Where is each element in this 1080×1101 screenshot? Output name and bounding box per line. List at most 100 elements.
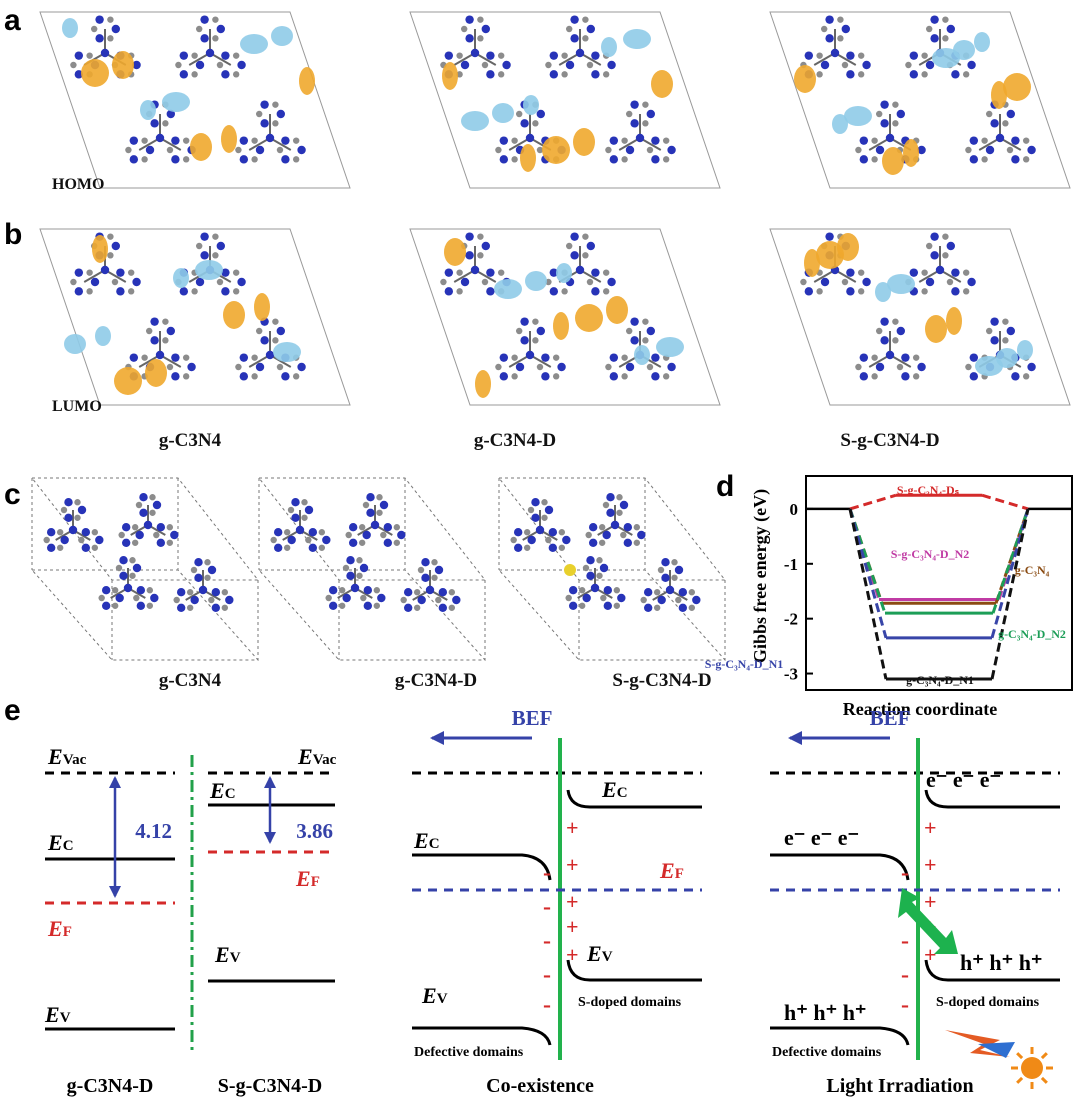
heptazine-unit [510,498,571,552]
heptazine-unit [585,493,646,547]
heptazine-unit [98,556,159,610]
heptazine-unit [173,558,234,612]
holes-defective: h⁺ h⁺ h⁺ [784,1000,867,1025]
ef-label-junction: EF [659,858,684,883]
heptazine-unit [325,556,386,610]
negative-charge: - [901,928,909,954]
band-caption: Co-existence [486,1075,594,1097]
chart-x-axis-label: Reaction coordinate [843,699,997,719]
ev-label-sdoped: EV [586,941,613,966]
bef-label: BEF [870,706,911,730]
heptazine-unit [565,556,626,610]
chart-y-axis-label: Gibbs free energy (eV) [750,489,771,663]
heptazine-unit [175,15,246,79]
light-beam-icon [945,1030,1010,1057]
negative-charge: - [543,860,551,886]
orbital-cell-2 [409,11,721,189]
heptazine-unit [235,317,306,381]
evac-label-left: EVac [47,744,87,769]
positive-charge: + [924,815,937,840]
series-connector [981,493,1029,511]
positive-charge: + [566,942,579,967]
positive-charge: + [924,889,937,914]
band-left-group: EVacECEFEV4.12EVacECEFEV3.86BEF-----++++… [44,706,1060,1097]
negative-charge: - [543,928,551,954]
series-label: g-C₃N₄-D_N2 [998,627,1066,641]
homo-label: HOMO [52,176,105,193]
vb-sdoped [566,959,702,982]
charge-transfer-arrow [898,888,958,954]
heptazine-unit [345,493,406,547]
series-label: g-C₃N₄-D_N1 [906,673,974,687]
heptazine-unit [545,15,616,79]
series-label: S-g-C₃N₄-Dₛ [897,483,960,497]
gibbs-energy-chart: Gibbs free energy (eV) Reaction coordina… [705,475,1073,719]
orbital-cell-3 [769,11,1071,189]
ev-label-right: EV [214,942,241,967]
series-connector [990,508,1030,680]
positive-charge: + [924,852,937,877]
panel-letter-b: b [4,218,23,251]
band-diagram: EVacECEFEV4.12EVacECEFEV3.86BEF-----++++… [44,706,1060,1097]
positive-charge: + [566,914,579,939]
heptazine-unit [270,498,331,552]
heptazine-unit [855,317,926,381]
defective-domains-label: Defective domains [772,1045,882,1060]
caption-row2-s-g-c3n4-d: S-g-C3N4-D [612,670,712,691]
heptazine-unit [640,558,701,612]
cb-sdoped [924,789,1060,809]
slab-model-1 [30,477,260,661]
ec-label-sdoped: EC [601,777,628,802]
chart-frame [805,475,1073,691]
negative-charge: - [901,962,909,988]
heptazine-unit [545,232,616,296]
holes-sdoped: h⁺ h⁺ h⁺ [960,950,1043,975]
heptazine-unit [800,15,871,79]
band-caption: S-g-C3N4-D [218,1075,322,1097]
series-connector [849,493,897,511]
heptazine-unit [495,317,566,381]
lumo-label: LUMO [52,398,102,415]
ef-label-right: EF [295,866,320,891]
y-tick-label: -3 [784,665,798,684]
heptazine-unit [605,100,676,164]
panel-letter-d: d [716,470,735,503]
negative-charge: - [543,992,551,1018]
band-caption: g-C3N4-D [67,1075,154,1097]
electrons-defective: e⁻ e⁻ e⁻ [784,825,859,850]
panel-letter-e: e [4,694,21,727]
electrons-sdoped: e⁻ e⁻ e⁻ [926,767,1001,792]
vb-defective [412,1026,552,1046]
positive-charge: + [566,889,579,914]
ec-label-defective: EC [413,828,440,853]
series-label: g-C₃N₄ [1015,563,1050,577]
y-tick-label: -1 [784,555,798,574]
heptazine-unit [605,317,676,381]
sdoped-domains-label: S-doped domains [578,995,682,1010]
positive-charge: + [924,942,937,967]
heptazine-unit [43,498,104,552]
chart-ticks: 0-1-2-3 [784,500,813,684]
caption-row2-g-c3n4: g-C3N4 [158,670,222,691]
vb-defective [770,1026,910,1046]
series-connector [990,508,1030,639]
orbital-cell-6 [769,228,1071,406]
cb-sdoped [566,789,702,809]
slab-model-2 [257,477,487,661]
y-tick-label: 0 [790,500,799,519]
negative-charge: - [901,860,909,886]
cb-defective [770,853,910,881]
negative-charge: - [901,992,909,1018]
cb-defective [412,853,552,881]
positive-charge: + [566,815,579,840]
ec-label-left: EC [47,830,74,855]
panel-letter-c: c [4,478,21,511]
caption-row1-g-c3n4-d: g-C3N4-D [473,430,557,451]
caption-row2-g-c3n4-d: g-C3N4-D [394,670,478,691]
orbital-cell-1 [39,11,351,189]
heptazine-unit [175,232,246,296]
gap-value-left: 4.12 [135,819,172,843]
positive-charge: + [566,852,579,877]
slab-model-3 [497,477,727,661]
heptazine-unit [118,493,179,547]
